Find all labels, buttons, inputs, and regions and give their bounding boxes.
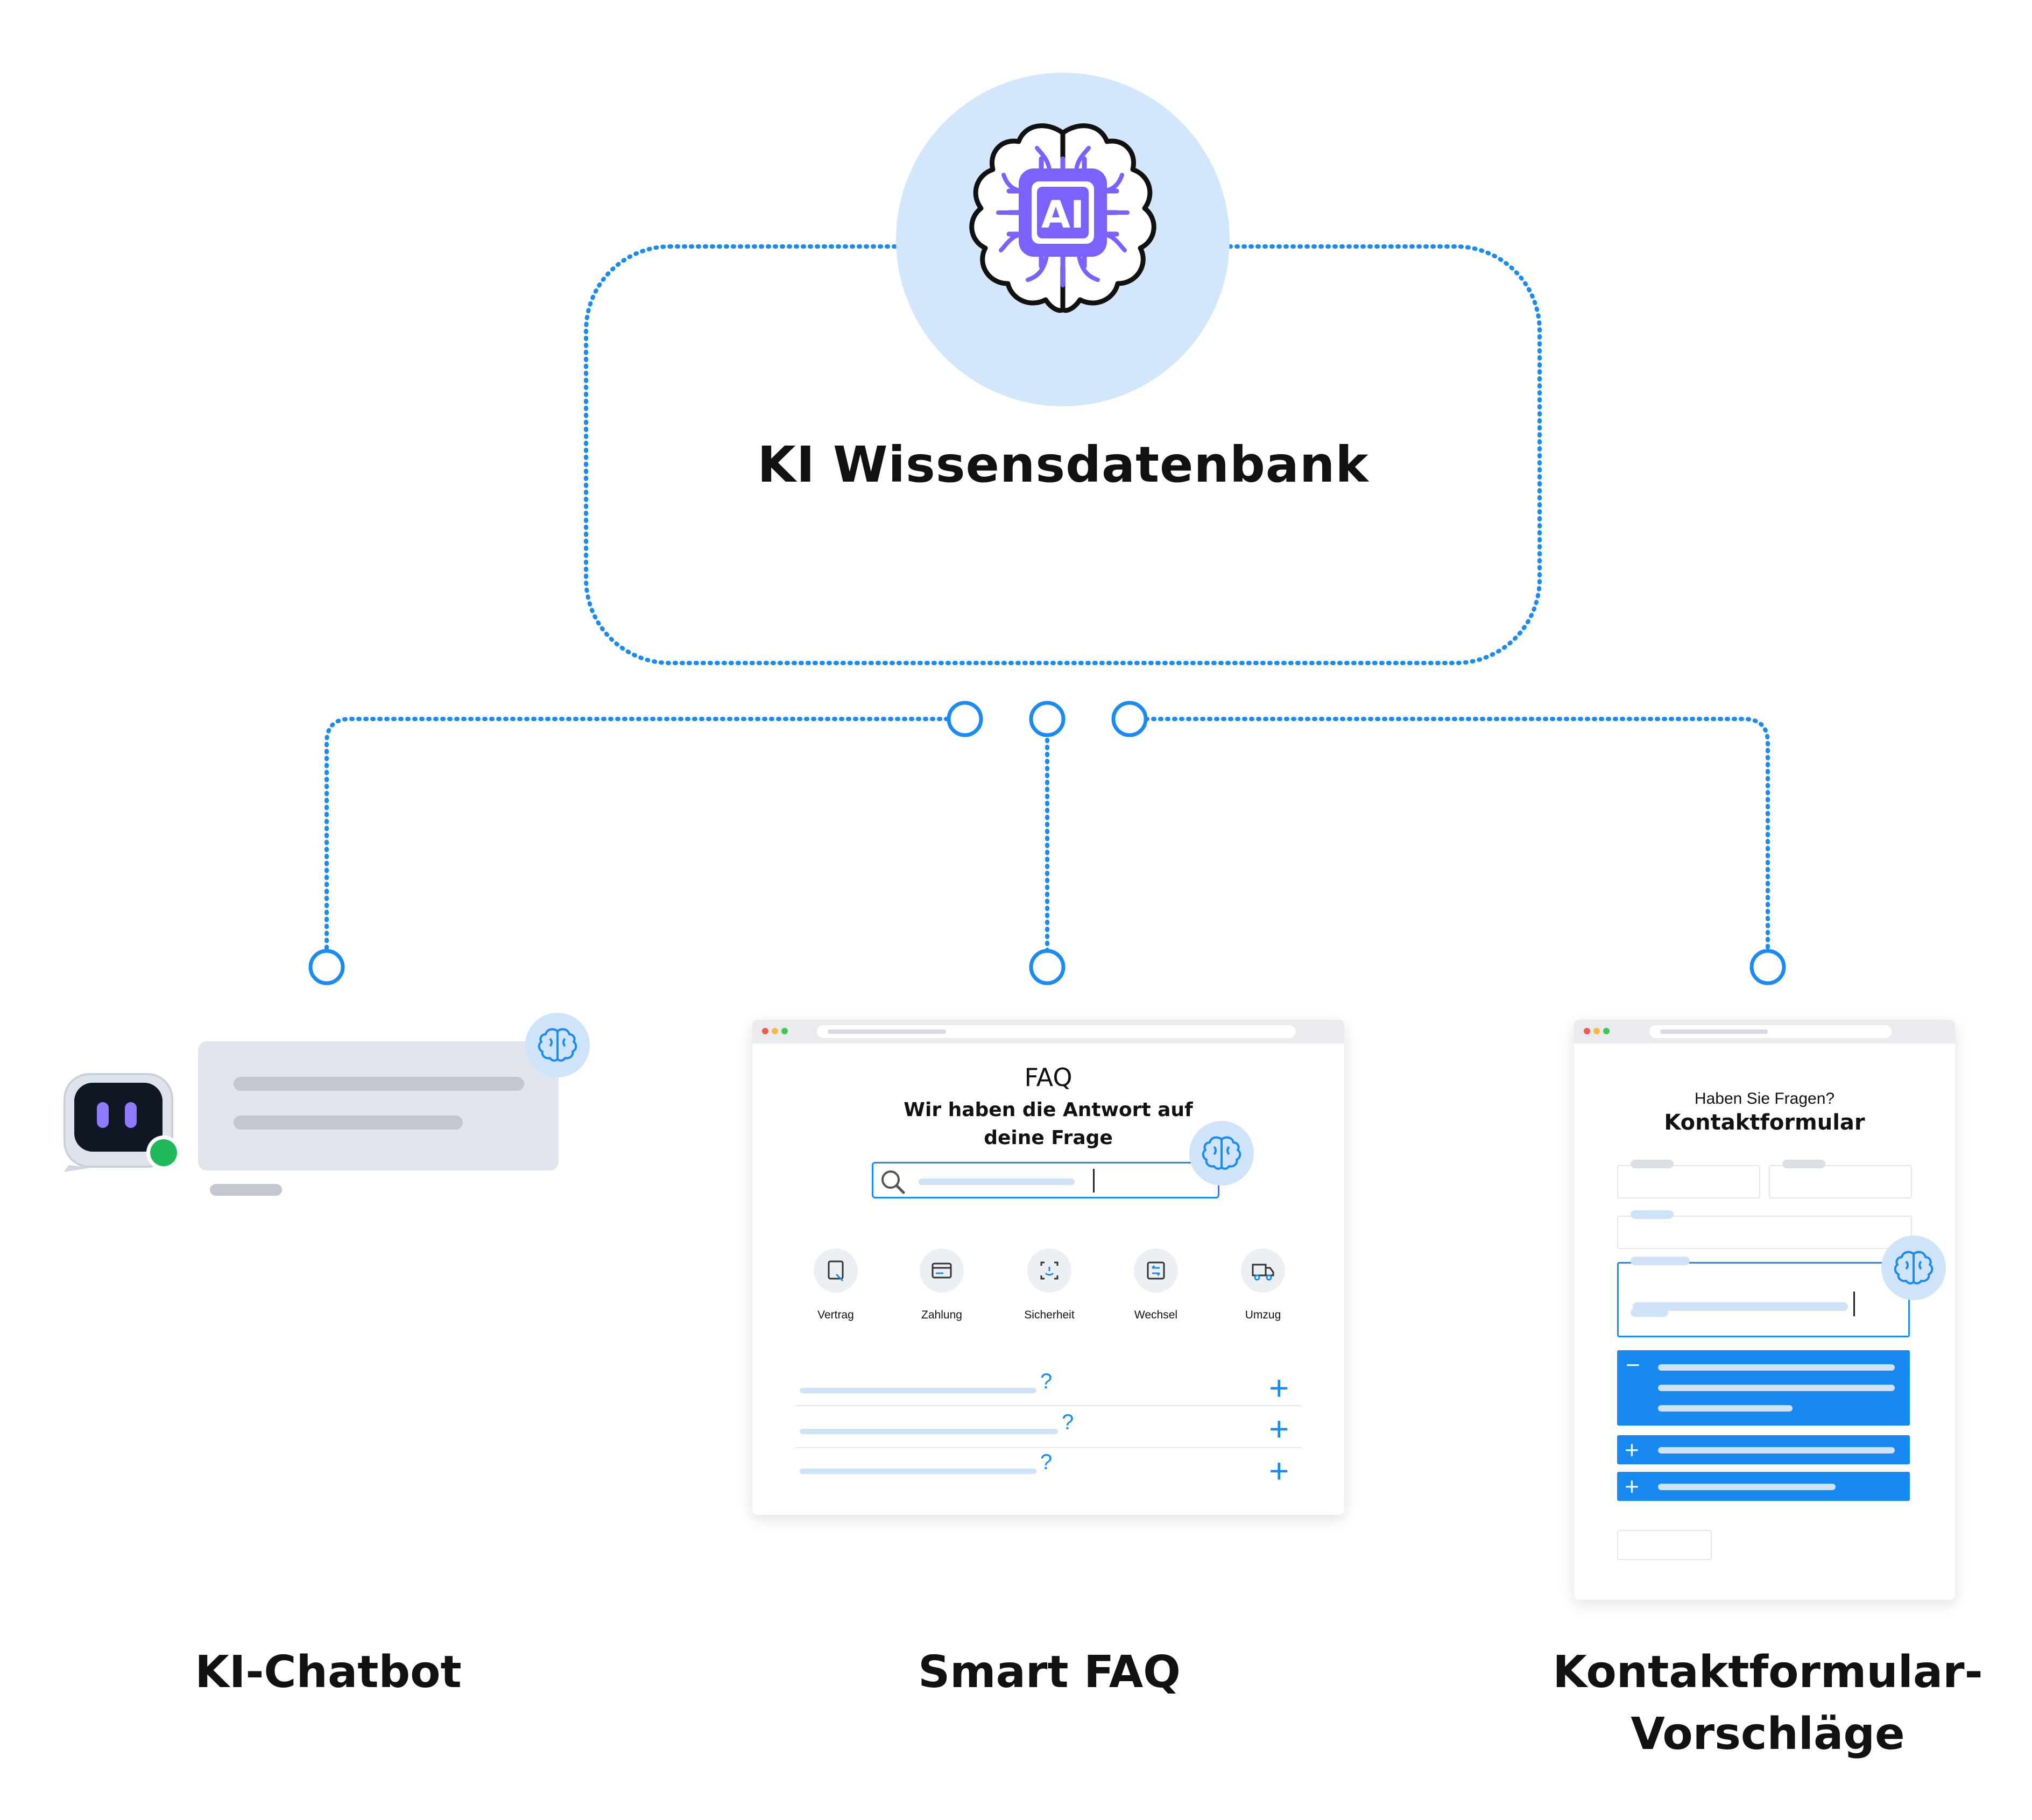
connector-node — [308, 949, 345, 985]
face-id-icon — [1040, 1261, 1059, 1280]
connector-node — [1111, 701, 1148, 737]
contact-form-window: Haben Sie Fragen? Kontaktformular − + + — [1574, 1020, 1955, 1600]
brain-icon — [1202, 1136, 1241, 1170]
brain-icon — [538, 1028, 577, 1062]
connector-node — [1029, 701, 1066, 737]
faq-question-item[interactable]: ? + — [795, 1410, 1301, 1448]
category-umzug[interactable]: Umzug — [1223, 1248, 1303, 1322]
form-field-last-name[interactable] — [1769, 1165, 1912, 1198]
ai-brain-badge — [525, 1013, 590, 1077]
form-field-email[interactable] — [1617, 1216, 1912, 1249]
expand-plus-icon: + — [1269, 1409, 1289, 1448]
expand-plus-icon: + — [1269, 1368, 1289, 1407]
category-zahlung[interactable]: Zahlung — [901, 1248, 982, 1322]
form-field-first-name[interactable] — [1617, 1165, 1760, 1198]
switch-icon — [1147, 1261, 1165, 1280]
connector-node — [1029, 949, 1066, 985]
channel-label-chatbot: KI-Chatbot — [195, 1647, 462, 1698]
category-wechsel[interactable]: Wechsel — [1116, 1248, 1196, 1322]
suggestion-accordion[interactable]: + — [1617, 1472, 1910, 1501]
brain-ai-chip-icon: AI — [969, 123, 1156, 313]
faq-question-item[interactable]: ? + — [795, 1450, 1301, 1488]
chatbot-avatar — [58, 1071, 187, 1173]
payment-card-icon — [932, 1262, 952, 1279]
brain-icon — [1894, 1251, 1934, 1285]
form-title: Kontaktformular — [1664, 1110, 1865, 1135]
category-sicherheit[interactable]: Sicherheit — [1009, 1248, 1090, 1322]
form-eyebrow: Haben Sie Fragen? — [1694, 1090, 1835, 1107]
form-submit-button[interactable] — [1617, 1530, 1712, 1560]
suggestion-accordion[interactable]: + — [1617, 1435, 1910, 1464]
chat-message-bubble — [198, 1041, 559, 1170]
faq-search-input[interactable] — [872, 1162, 1219, 1198]
channel-label-contact-1: Kontaktformular- — [1553, 1647, 1983, 1698]
form-field-message[interactable] — [1617, 1262, 1910, 1337]
faq-subtitle-2: deine Frage — [984, 1127, 1113, 1149]
faq-title: FAQ — [1024, 1063, 1073, 1092]
online-status-dot — [150, 1139, 177, 1166]
ai-brain-badge — [1881, 1236, 1946, 1300]
url-bar[interactable] — [817, 1025, 1296, 1038]
connector-node — [1749, 949, 1786, 985]
faq-window: FAQ Wir haben die Antwort auf deine Frag… — [752, 1020, 1344, 1515]
connector-node — [947, 701, 983, 737]
moving-truck-icon — [1252, 1264, 1274, 1281]
url-bar[interactable] — [1649, 1025, 1892, 1038]
ai-brain-badge — [1189, 1121, 1254, 1186]
channel-label-faq: Smart FAQ — [918, 1647, 1181, 1698]
contract-icon — [828, 1260, 844, 1282]
browser-toolbar — [1574, 1020, 1955, 1043]
faq-subtitle-1: Wir haben die Antwort auf — [904, 1099, 1193, 1121]
chat-timestamp-placeholder — [210, 1184, 282, 1196]
search-icon — [881, 1170, 905, 1194]
svg-text:AI: AI — [1041, 193, 1084, 237]
channel-label-contact-2: Vorschläge — [1631, 1709, 1905, 1760]
hub-title: KI Wissensdatenbank — [757, 436, 1369, 493]
suggestion-accordion-open[interactable]: − — [1617, 1350, 1910, 1426]
category-vertrag[interactable]: Vertrag — [795, 1248, 876, 1322]
hub-icon-circle: AI — [896, 73, 1230, 406]
faq-question-item[interactable]: ? + — [795, 1370, 1301, 1407]
expand-plus-icon: + — [1269, 1451, 1289, 1490]
browser-toolbar — [752, 1020, 1344, 1043]
